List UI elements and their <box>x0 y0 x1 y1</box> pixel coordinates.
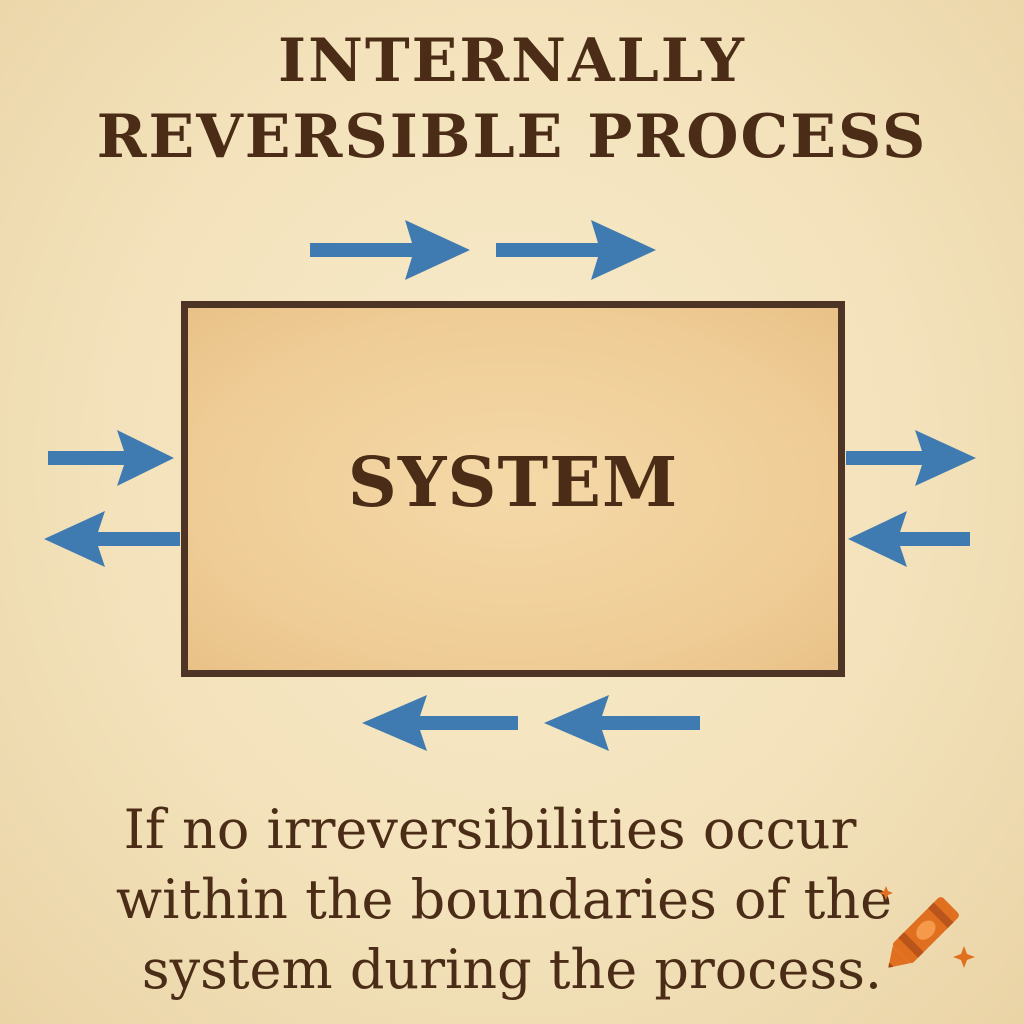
system-label: SYSTEM <box>347 443 679 523</box>
system-boundary-box <box>181 301 845 677</box>
left-arrow-out <box>44 511 180 567</box>
diagram-title-line-2: REVERSIBLE PROCESS <box>96 102 928 172</box>
caption-line-1: If no irreversibilities occur <box>123 798 857 861</box>
right-arrow-out <box>846 430 976 486</box>
top-arrow-2 <box>496 220 656 280</box>
bottom-arrow-2 <box>544 695 700 751</box>
crayon-icon <box>879 886 975 968</box>
right-arrow-in <box>848 511 970 567</box>
caption-line-2: within the boundaries of the <box>115 868 893 931</box>
left-arrow-in <box>48 430 174 486</box>
bottom-arrow-1 <box>362 695 518 751</box>
top-arrow-1 <box>310 220 470 280</box>
caption-line-3: system during the process. <box>141 938 883 1001</box>
diagram-title-line-1: INTERNALLY <box>278 26 746 96</box>
